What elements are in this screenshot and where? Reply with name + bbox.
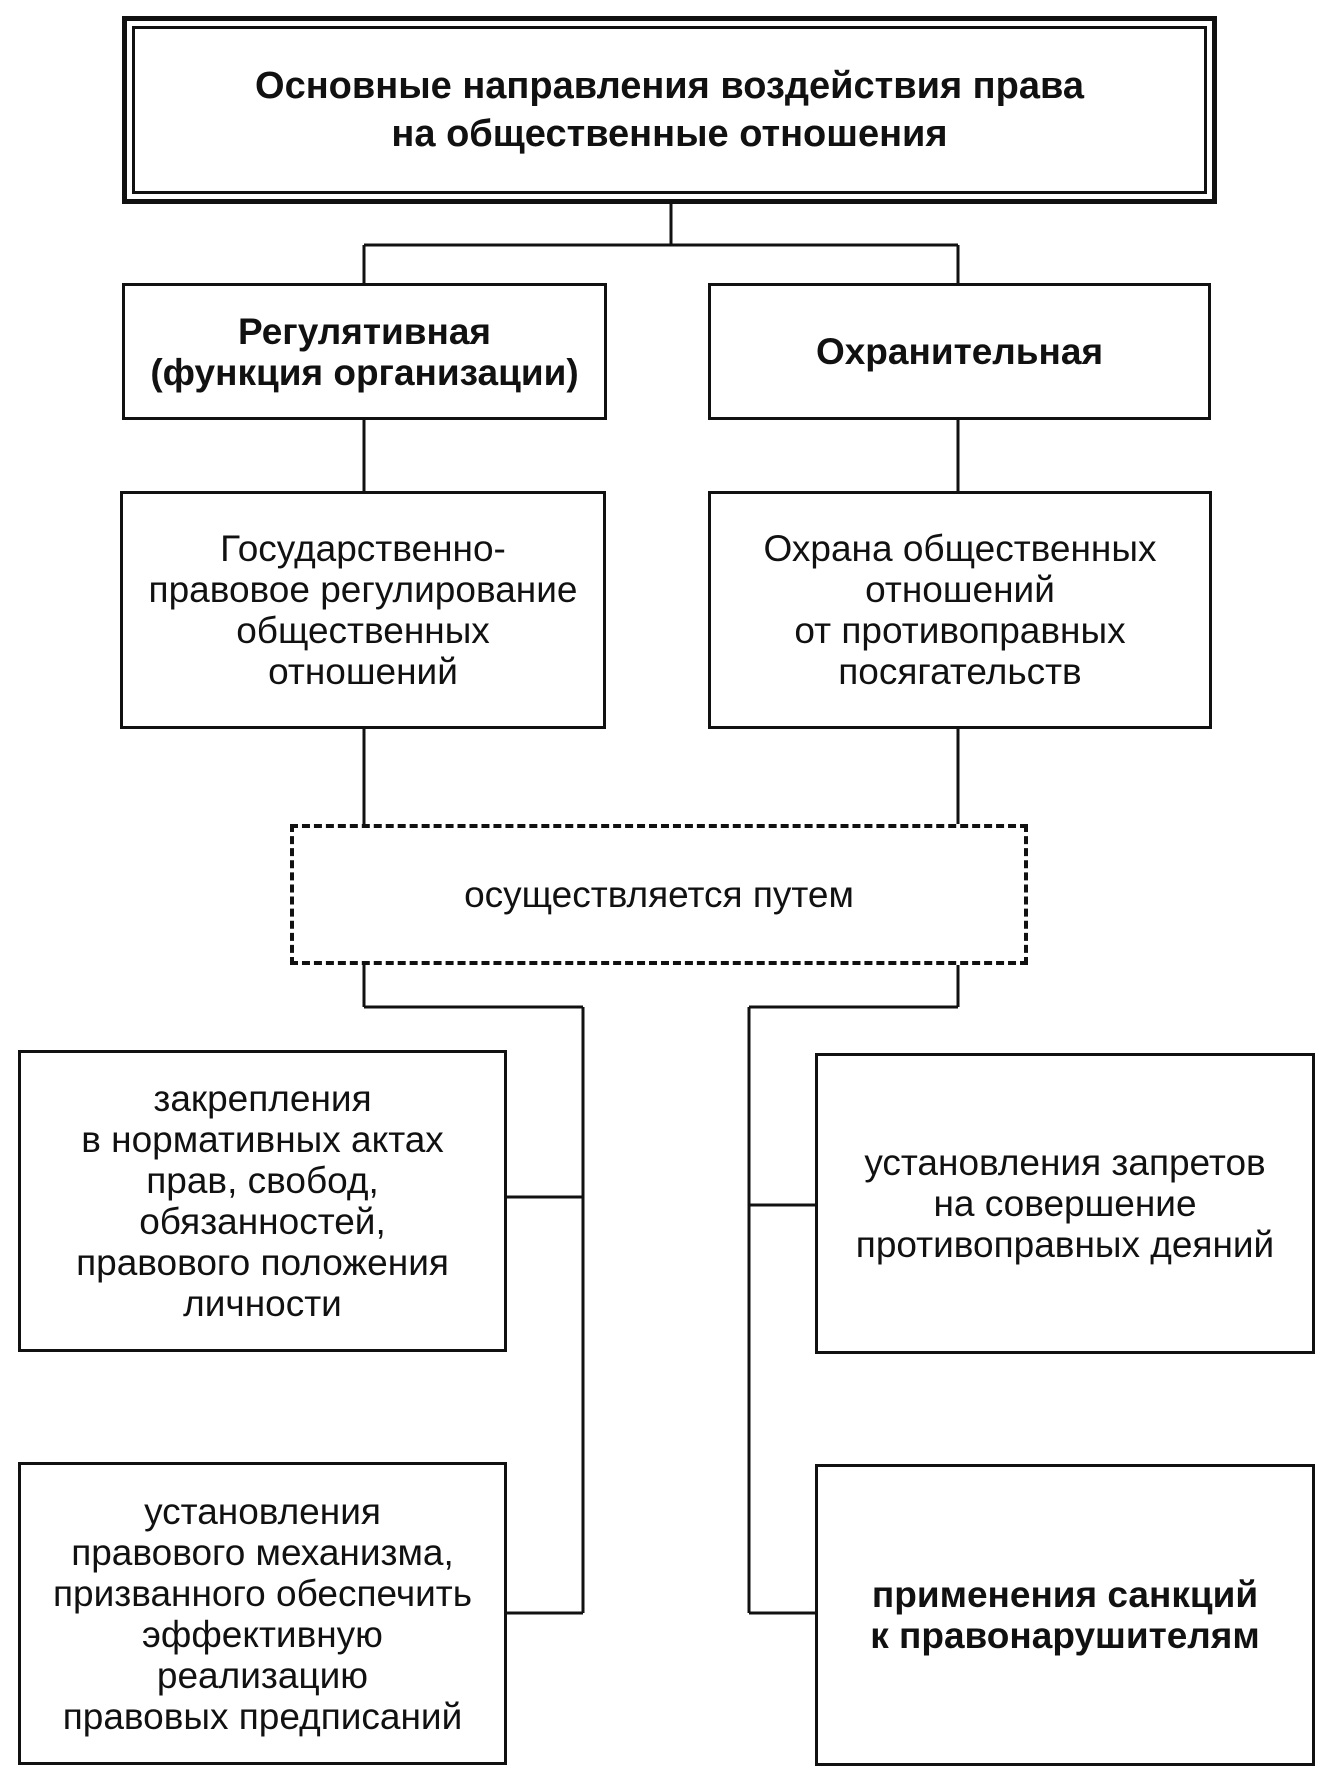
right-heading-box: Охранительная [708,283,1211,420]
right-item-1-box: установления запретов на совершение прот… [815,1053,1315,1354]
diagram-title-text: Основные направления воздействия права н… [255,65,1084,155]
right-item-1-text: установления запретов на совершение прот… [855,1142,1275,1265]
right-heading-text: Охранительная [815,331,1104,372]
right-description-text: Охрана общественных отношений от противо… [763,528,1157,692]
connector-text: осуществляется путем [464,874,854,915]
diagram-title: Основные направления воздействия права н… [122,16,1217,204]
left-item-1-box: закрепления в нормативных актах прав, св… [18,1050,507,1352]
connector-box: осуществляется путем [290,824,1028,965]
right-item-2-box: применения санкций к правонарушителям [815,1464,1315,1766]
left-heading-box: Регулятивная (функция организации) [122,283,607,420]
left-heading-text: Регулятивная (функция организации) [150,310,579,393]
right-description-box: Охрана общественных отношений от противо… [708,491,1212,729]
left-item-2-box: установления правового механизма, призва… [18,1462,507,1765]
right-item-2-text: применения санкций к правонарушителям [870,1574,1260,1656]
left-description-box: Государственно- правовое регулирование о… [120,491,606,729]
left-description-text: Государственно- правовое регулирование о… [148,528,578,692]
left-item-1-text: закрепления в нормативных актах прав, св… [76,1078,449,1324]
left-item-2-text: установления правового механизма, призва… [52,1490,473,1737]
